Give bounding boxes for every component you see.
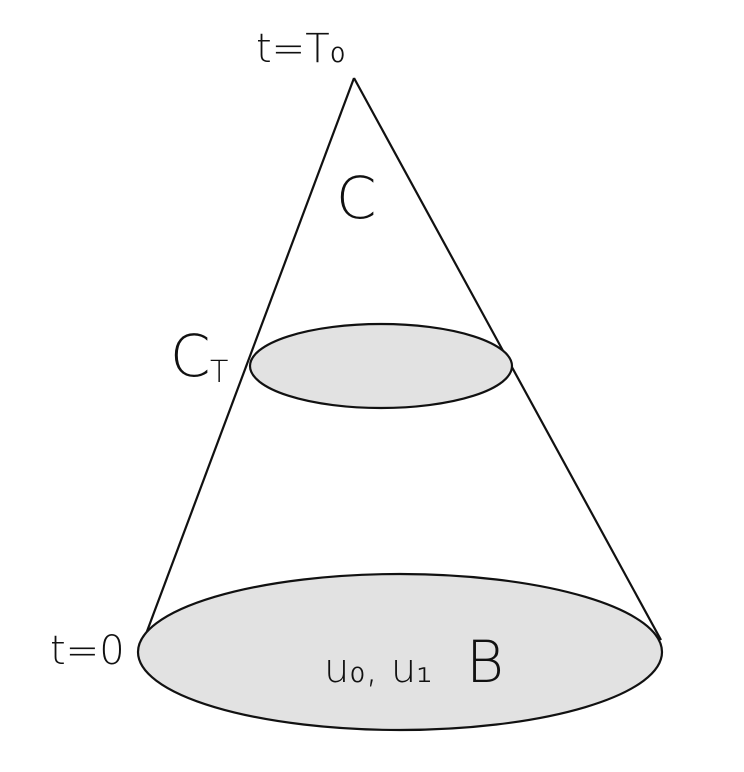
cone-label: C (336, 164, 377, 232)
base-label: B (466, 628, 504, 696)
section-ellipse (248, 322, 514, 410)
apex-label: t=T₀ (256, 26, 346, 72)
cone-left-edge (138, 77, 356, 651)
base-time-label: t=0 (50, 628, 125, 674)
section-label: C (170, 322, 211, 390)
section-label-subscript: T (210, 355, 228, 390)
base-ellipse (136, 572, 664, 732)
initial-data-label: u₀, u₁ (324, 646, 432, 692)
